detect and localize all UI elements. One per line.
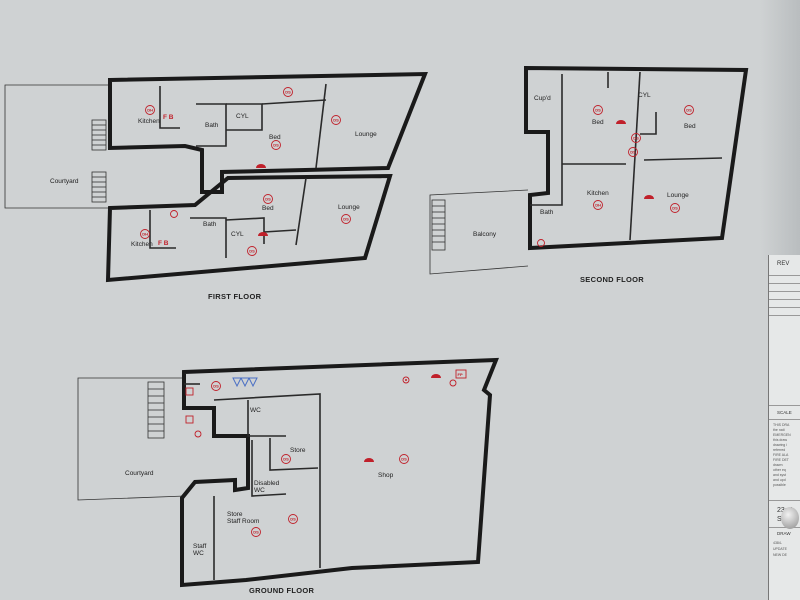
- room-label-balcony: Balcony: [473, 231, 497, 238]
- footer-line: UPDATE: [773, 547, 787, 551]
- drawn-by-heading: DRAW: [777, 531, 791, 536]
- room-label-disabled-wc: Disabled: [254, 480, 280, 487]
- first-floor-plan: DH DS DS DS DS DS DH DS Kitchen F B Bath…: [4, 71, 428, 301]
- first-floor-courtyard-outline: [4, 84, 112, 209]
- ground-floor-courtyard-outline: [77, 377, 186, 501]
- room-label-bed: Bed: [269, 134, 281, 141]
- first-floor-detectors: DH DS DS DS DS DS DH DS: [140, 87, 351, 256]
- first-floor-stairs: [91, 119, 107, 203]
- first-floor-lower-flat-wall: [105, 173, 393, 283]
- svg-text:DS: DS: [285, 90, 291, 95]
- room-label-bed: Bed: [592, 119, 604, 126]
- svg-text:DH: DH: [595, 203, 601, 208]
- drawing-title-block: REV SCALE THIS DRA the nati EMERGEN this…: [768, 255, 800, 600]
- svg-text:DS: DS: [343, 217, 349, 222]
- svg-text:DS: DS: [290, 517, 296, 522]
- room-label-staff-wc: Staff: [193, 543, 206, 550]
- room-label-bath: Bath: [205, 122, 219, 129]
- room-label-kitchen: Kitchen: [131, 241, 153, 248]
- room-label-cyl: CYL: [638, 92, 651, 99]
- second-floor-title: SECOND FLOOR: [580, 275, 644, 284]
- room-label-store-staff-room: Store: [227, 511, 243, 518]
- room-label-kitchen: Kitchen: [587, 190, 609, 197]
- svg-text:DS: DS: [249, 249, 255, 254]
- ground-floor-plan: DS FP DS DS DS DS WC Store Disabled WC: [77, 357, 500, 595]
- second-floor-outer-wall: [524, 65, 749, 251]
- push-pin: [781, 507, 799, 529]
- scale-heading: SCALE: [777, 410, 792, 415]
- ground-floor-detectors: DS FP DS DS DS DS: [185, 369, 467, 537]
- second-floor-detectors: DS DS DS DS DH DS: [537, 105, 694, 247]
- room-label-cyl: CYL: [231, 231, 244, 238]
- room-label-staff-wc: WC: [193, 550, 204, 557]
- room-label-store: Store: [290, 447, 306, 454]
- svg-text:DS: DS: [401, 457, 407, 462]
- fire-blanket-label: F B: [158, 240, 169, 247]
- svg-text:DS: DS: [333, 118, 339, 123]
- fire-blanket-label: F B: [163, 114, 174, 121]
- room-label-cupboard: Cup'd: [534, 95, 551, 102]
- room-label-lounge: Lounge: [355, 131, 377, 138]
- svg-text:DS: DS: [633, 136, 639, 141]
- svg-text:DS: DS: [265, 197, 271, 202]
- ground-floor-title: GROUND FLOOR: [249, 586, 315, 595]
- room-label-store-staff-room: Staff Room: [227, 518, 259, 525]
- room-label-bath: Bath: [203, 221, 217, 228]
- svg-text:FP: FP: [458, 372, 463, 377]
- room-label-wc: WC: [250, 407, 261, 414]
- second-floor-plan: DS DS DS DS DH DS Cup'd Bed CYL Bed Kitc…: [429, 65, 749, 284]
- svg-text:DS: DS: [686, 108, 692, 113]
- room-label-bed: Bed: [262, 205, 274, 212]
- footer-line: 4384-: [773, 541, 782, 545]
- room-label-shop: Shop: [378, 472, 394, 479]
- room-label-bath: Bath: [540, 209, 554, 216]
- svg-text:DS: DS: [283, 457, 289, 462]
- room-label-courtyard: Courtyard: [50, 178, 79, 185]
- ground-floor-outer-wall: [180, 357, 500, 588]
- svg-text:DS: DS: [595, 108, 601, 113]
- first-floor-title: FIRST FLOOR: [208, 292, 262, 301]
- room-label-lounge: Lounge: [667, 192, 689, 199]
- svg-text:DS: DS: [630, 150, 636, 155]
- revision-heading: REV: [777, 261, 790, 267]
- svg-text:DH: DH: [147, 108, 153, 113]
- room-label-kitchen: Kitchen: [138, 118, 160, 125]
- room-label-disabled-wc: WC: [254, 487, 265, 494]
- room-label-lounge: Lounge: [338, 204, 360, 211]
- balcony-outline: [429, 189, 529, 275]
- second-floor-stairs: [431, 199, 446, 251]
- room-label-cyl: CYL: [236, 113, 249, 120]
- ground-floor-stairs: [147, 381, 165, 439]
- svg-text:DS: DS: [213, 384, 219, 389]
- room-label-courtyard: Courtyard: [125, 470, 154, 477]
- svg-text:DS: DS: [273, 143, 279, 148]
- footer-line: NEW DE: [773, 553, 787, 557]
- svg-text:DH: DH: [142, 232, 148, 237]
- wall-background: [760, 0, 800, 260]
- room-label-bed: Bed: [684, 123, 696, 130]
- svg-text:DS: DS: [672, 206, 678, 211]
- svg-text:DS: DS: [253, 530, 259, 535]
